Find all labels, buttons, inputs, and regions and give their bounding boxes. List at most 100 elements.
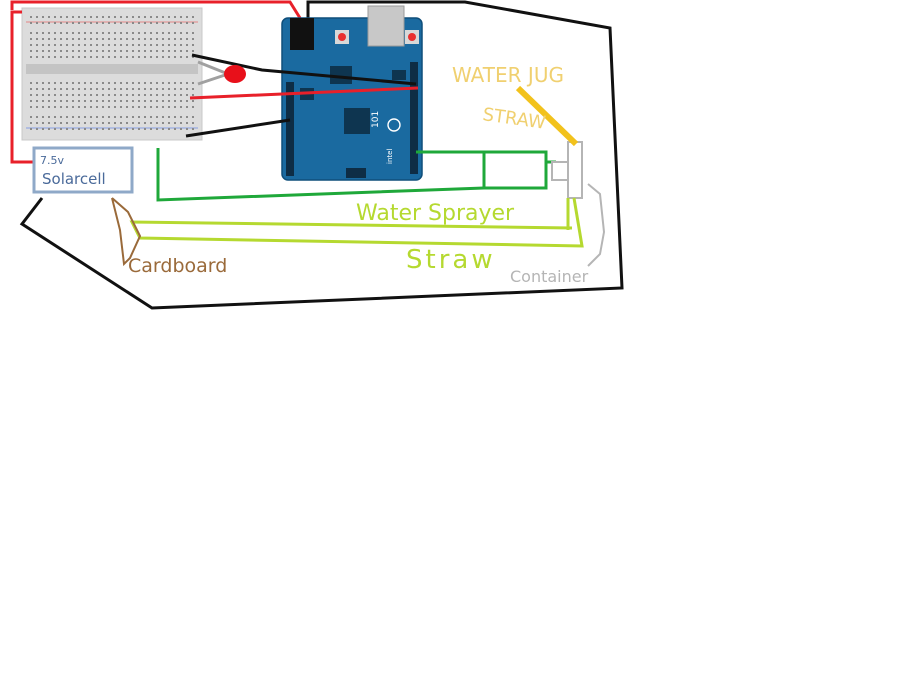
breadboard-hole: [42, 38, 44, 40]
breadboard-hole: [66, 122, 68, 124]
breadboard-hole: [30, 50, 32, 52]
breadboard-hole: [30, 94, 32, 96]
breadboard-hole: [96, 82, 98, 84]
breadboard-hole: [126, 106, 128, 108]
breadboard-hole: [60, 22, 62, 24]
breadboard-hole: [96, 56, 98, 58]
breadboard-hole: [108, 88, 110, 90]
breadboard-hole: [60, 106, 62, 108]
breadboard-hole: [114, 106, 116, 108]
breadboard-hole: [192, 94, 194, 96]
breadboard-hole: [180, 38, 182, 40]
breadboard-hole: [42, 88, 44, 90]
breadboard-hole: [168, 94, 170, 96]
breadboard-hole: [162, 106, 164, 108]
breadboard-hole: [114, 44, 116, 46]
breadboard-hole: [48, 50, 50, 52]
breadboard-hole: [72, 44, 74, 46]
breadboard-hole: [72, 82, 74, 84]
breadboard-hole: [72, 22, 74, 24]
breadboard-hole: [30, 106, 32, 108]
breadboard-hole: [36, 82, 38, 84]
breadboard-hole: [102, 82, 104, 84]
breadboard-hole: [54, 88, 56, 90]
breadboard-hole: [114, 82, 116, 84]
breadboard-hole: [144, 128, 146, 130]
breadboard-hole: [150, 44, 152, 46]
breadboard-hole: [186, 88, 188, 90]
breadboard-hole: [156, 116, 158, 118]
breadboard-hole: [132, 100, 134, 102]
breadboard-hole: [108, 56, 110, 58]
breadboard-hole: [192, 88, 194, 90]
breadboard-hole: [144, 94, 146, 96]
breadboard-hole: [114, 100, 116, 102]
breadboard-hole: [126, 22, 128, 24]
solar-cell: 7.5v Solarcell: [32, 146, 134, 194]
breadboard-hole: [36, 100, 38, 102]
breadboard-hole: [54, 38, 56, 40]
breadboard-hole: [126, 128, 128, 130]
breadboard-hole: [36, 128, 38, 130]
breadboard-hole: [54, 94, 56, 96]
breadboard-hole: [150, 94, 152, 96]
breadboard-hole: [60, 88, 62, 90]
breadboard-hole: [72, 16, 74, 18]
breadboard-hole: [126, 56, 128, 58]
breadboard-hole: [180, 94, 182, 96]
breadboard-hole: [120, 82, 122, 84]
breadboard-hole: [138, 106, 140, 108]
breadboard-hole: [78, 56, 80, 58]
breadboard-hole: [84, 22, 86, 24]
breadboard-hole: [48, 94, 50, 96]
black-wire-bottom: [185, 118, 291, 138]
breadboard-hole: [150, 16, 152, 18]
breadboard-hole: [114, 94, 116, 96]
breadboard-hole: [120, 16, 122, 18]
breadboard-hole: [186, 100, 188, 102]
breadboard-hole: [42, 94, 44, 96]
breadboard-hole: [90, 116, 92, 118]
breadboard-hole: [102, 106, 104, 108]
breadboard-hole: [180, 56, 182, 58]
breadboard-hole: [120, 106, 122, 108]
breadboard-hole: [72, 94, 74, 96]
breadboard-hole: [144, 50, 146, 52]
breadboard-hole: [30, 88, 32, 90]
power-jack: [290, 18, 314, 50]
breadboard-hole: [84, 88, 86, 90]
breadboard-hole: [108, 50, 110, 52]
breadboard-hole: [126, 50, 128, 52]
breadboard-hole: [42, 44, 44, 46]
breadboard-hole: [60, 100, 62, 102]
breadboard-hole: [180, 100, 182, 102]
breadboard-hole: [102, 22, 104, 24]
breadboard-hole: [96, 22, 98, 24]
breadboard-hole: [114, 128, 116, 130]
breadboard-hole: [48, 22, 50, 24]
breadboard-hole: [162, 22, 164, 24]
breadboard-hole: [132, 106, 134, 108]
breadboard-hole: [132, 32, 134, 34]
left-header: [286, 82, 294, 176]
breadboard-hole: [186, 56, 188, 58]
breadboard-hole: [156, 44, 158, 46]
breadboard-hole: [84, 16, 86, 18]
breadboard-hole: [138, 94, 140, 96]
enclosure-outline: [19, 0, 624, 310]
breadboard-hole: [192, 122, 194, 124]
breadboard-hole: [192, 106, 194, 108]
breadboard-hole: [96, 128, 98, 130]
breadboard-hole: [138, 32, 140, 34]
breadboard-hole: [108, 44, 110, 46]
breadboard-hole: [156, 38, 158, 40]
breadboard-hole: [90, 122, 92, 124]
water-sprayer-label: Water Sprayer: [356, 201, 515, 226]
breadboard-hole: [36, 50, 38, 52]
breadboard-hole: [108, 22, 110, 24]
breadboard-hole: [102, 94, 104, 96]
breadboard-hole: [180, 128, 182, 130]
breadboard-hole: [108, 38, 110, 40]
breadboard-hole: [96, 50, 98, 52]
breadboard-hole: [36, 106, 38, 108]
